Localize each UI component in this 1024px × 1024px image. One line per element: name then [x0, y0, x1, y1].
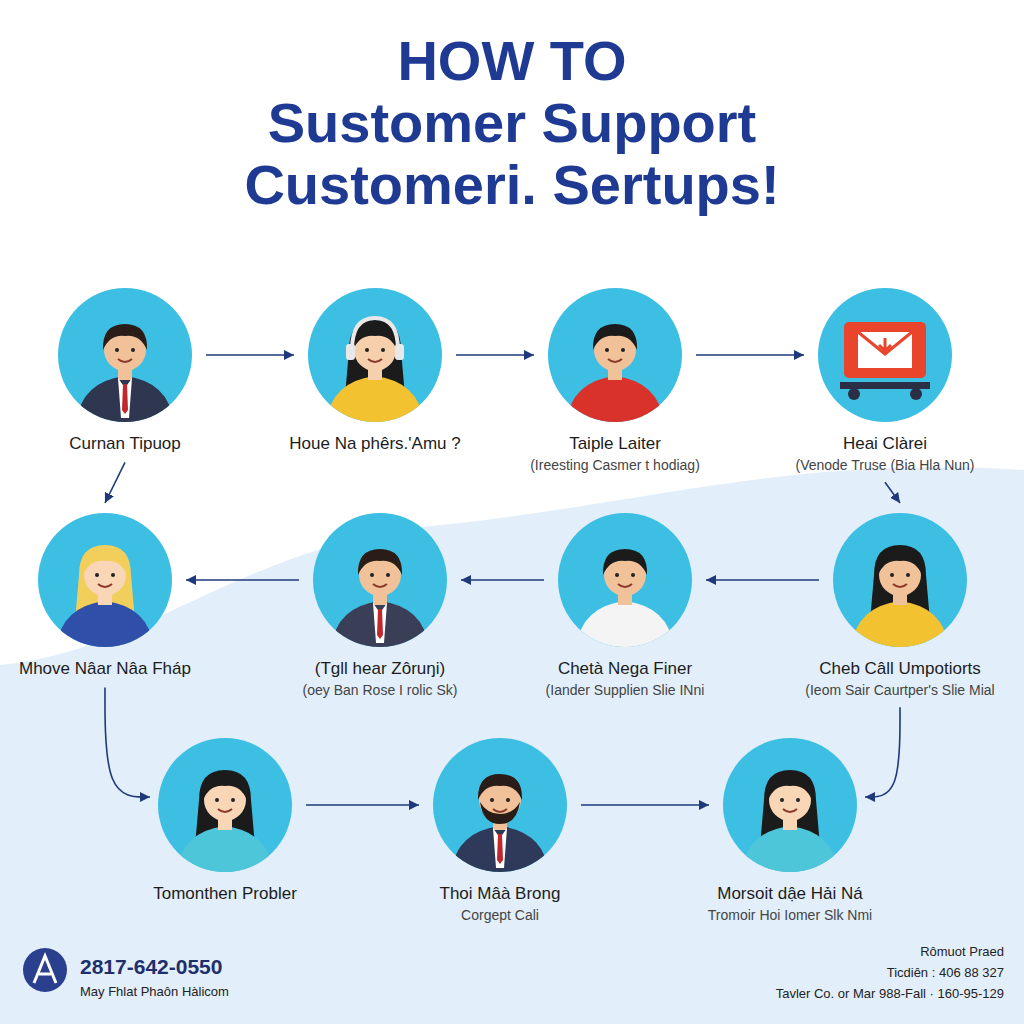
step-label: Curnan Tipuop — [69, 434, 181, 454]
flow-arrow — [865, 707, 900, 797]
step-node: Heai Clàrei (Venode Truse (Bia Hla Nun) — [796, 288, 975, 474]
footer-note: Rômuot Praed — [920, 944, 1004, 959]
title: HOW TO Sustomer Support Customeri. Sertu… — [112, 30, 912, 216]
step-label: (Tgll hear Zôruŋi) — [315, 659, 445, 679]
circle-illustration — [433, 738, 567, 872]
step-note: (Venode Truse (Bia Hla Nun) — [796, 457, 975, 474]
wave-ground — [0, 467, 1024, 1024]
flow-arrow — [306, 804, 419, 806]
footer-note: Tavler Co. or Mar 988-Fall · 160-95-129 — [776, 986, 1004, 1001]
illustration — [76, 324, 174, 422]
step-label: Cheb Câll Umpotiorts — [819, 659, 981, 679]
illustration — [451, 774, 549, 872]
flow-arrow — [456, 354, 534, 356]
flow-arrow — [461, 579, 544, 581]
step-label: Thoi Mâà Brong — [440, 884, 561, 904]
step-node: Cheb Câll Umpotiorts (Ieom Sair Caurtper'… — [805, 513, 994, 699]
flow-arrow — [885, 482, 900, 503]
step-circle — [308, 288, 442, 422]
illustration — [840, 322, 930, 400]
circle-illustration — [58, 288, 192, 422]
circle-illustration — [548, 288, 682, 422]
circle-illustration — [723, 738, 857, 872]
step-circle — [38, 513, 172, 647]
step-node: Curnan Tipuop — [58, 288, 192, 454]
step-note: Corgept Cali — [461, 907, 539, 924]
step-node: Mhove Nâar Nâa Fháp — [19, 513, 191, 679]
step-circle — [723, 738, 857, 872]
illustration — [851, 545, 949, 647]
step-note: (Iander Supplien Slie INni — [546, 682, 705, 699]
step-circle — [548, 288, 682, 422]
step-label: Mhove Nâar Nâa Fháp — [19, 659, 191, 679]
flow-arrow — [581, 804, 709, 806]
step-note: (Ieom Sair Caurtper's Slie Mial — [805, 682, 994, 699]
flow-arrow — [105, 462, 125, 503]
illustration — [576, 549, 674, 647]
circle-illustration — [818, 288, 952, 422]
flow-arrow — [186, 579, 299, 581]
step-node: Thoi Mâà BrongCorgept Cali — [433, 738, 567, 924]
step-label: Chetà Nega Finer — [558, 659, 692, 679]
flow-arrow — [206, 354, 294, 356]
step-label: Heai Clàrei — [843, 434, 927, 454]
flow-arrow — [696, 354, 804, 356]
footer-note: Ticdiên : 406 88 327 — [887, 965, 1004, 980]
step-circle — [433, 738, 567, 872]
circle-illustration — [833, 513, 967, 647]
illustration — [56, 545, 154, 647]
flow-arrow — [105, 687, 150, 797]
node-circle — [313, 513, 447, 647]
step-circle — [158, 738, 292, 872]
circle-illustration — [38, 513, 172, 647]
circle-illustration — [308, 288, 442, 422]
illustration — [331, 549, 429, 647]
illustration — [741, 770, 839, 872]
step-node: Morsoit dậe Hải Ná Tromoir Hoi Iomer Slk … — [708, 738, 872, 924]
step-node: (Tgll hear Zôruŋi) (oey Ban Rose I rolic … — [303, 513, 458, 699]
step-label: Morsoit dậe Hải Ná — [717, 884, 863, 904]
step-label: Houe Na phêrs.'Amu ? — [289, 434, 460, 454]
step-circle — [558, 513, 692, 647]
node-circle — [433, 738, 567, 872]
illustration — [566, 324, 664, 422]
step-label: Taiple Laiter — [569, 434, 661, 454]
step-circle — [818, 288, 952, 422]
circle-illustration — [158, 738, 292, 872]
illustration — [176, 770, 274, 872]
flow-arrow — [706, 579, 819, 581]
step-circle — [58, 288, 192, 422]
illustration — [326, 318, 424, 422]
step-note: (Ireesting Casmer t hodiag) — [530, 457, 700, 474]
step-note: (oey Ban Rose I rolic Sk) — [303, 682, 458, 699]
node-circle — [58, 288, 192, 422]
step-node: Houe Na phêrs.'Amu ? — [289, 288, 460, 454]
step-node: Taiple Laiter (Ireesting Casmer t hodiag) — [530, 288, 700, 474]
step-node: Tomonthen Probler — [153, 738, 297, 904]
step-note: Tromoir Hoi Iomer Slk Nmi — [708, 907, 872, 924]
circle-illustration — [313, 513, 447, 647]
step-circle — [313, 513, 447, 647]
circle-illustration — [558, 513, 692, 647]
logo — [23, 948, 67, 992]
footer-note: May Fhlat Phaôn Hàlicom — [80, 984, 229, 999]
step-label: Tomonthen Probler — [153, 884, 297, 904]
step-node: Chetà Nega Finer (Iander Supplien Slie IN… — [546, 513, 705, 699]
logo-mark — [34, 956, 56, 983]
node-circle — [818, 288, 952, 422]
phone-number: 2817-642-0550 — [80, 955, 222, 979]
step-circle — [833, 513, 967, 647]
